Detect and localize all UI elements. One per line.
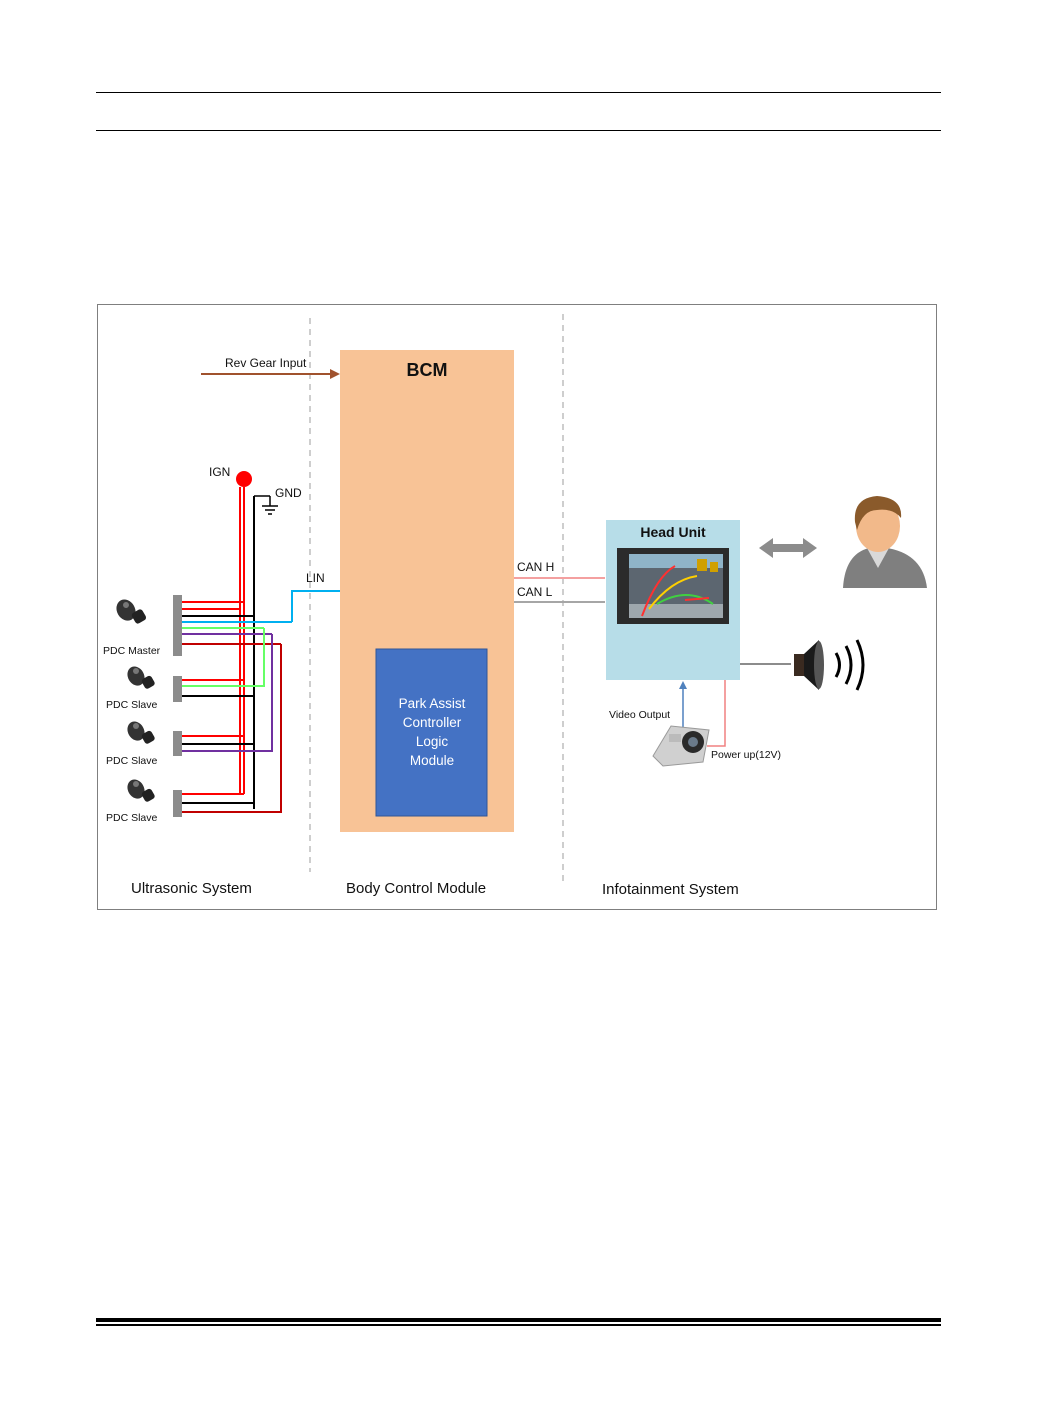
- module-label-line-4: Module: [410, 753, 454, 768]
- diagram-frame: [97, 304, 937, 910]
- pdc-slave-2-connector: [173, 731, 182, 756]
- pdc-slave-1-sensor-icon: [127, 666, 155, 689]
- footer-rule-thick: [96, 1318, 941, 1322]
- module-label-line-2: Controller: [403, 715, 462, 730]
- rearview-display-icon: [617, 548, 729, 624]
- power-line: [707, 680, 726, 747]
- head-unit-title: Head Unit: [640, 524, 706, 540]
- park-assist-architecture-diagram: BCM Park Assist Controller Logic Module …: [97, 304, 937, 910]
- pdc-master-sensor-icon: [116, 599, 147, 624]
- sensor-wiring: [182, 487, 340, 813]
- pdc-slave-2-label: PDC Slave: [106, 755, 158, 767]
- section-label-bcm: Body Control Module: [346, 880, 486, 897]
- header-rule-bottom: [96, 130, 941, 131]
- module-label-line-1: Park Assist: [399, 696, 466, 711]
- ground-symbol: [254, 495, 278, 515]
- bcm-title: BCM: [407, 360, 448, 380]
- header-rule-top: [96, 92, 941, 93]
- video-output-label: Video Output: [609, 709, 670, 721]
- pdc-slave-2-sensor-icon: [127, 721, 155, 744]
- user-interaction-arrow: [759, 538, 817, 558]
- rear-camera-icon: [652, 725, 710, 767]
- video-output-arrowhead: [679, 681, 687, 689]
- section-label-infotainment: Infotainment System: [602, 881, 739, 898]
- rev-gear-label: Rev Gear Input: [225, 356, 307, 370]
- speaker-icon: [794, 639, 865, 691]
- user-icon: [843, 496, 927, 588]
- can-l-label: CAN L: [517, 585, 553, 599]
- module-label-line-3: Logic: [416, 734, 449, 749]
- ign-label: IGN: [209, 465, 230, 479]
- lin-label: LIN: [306, 571, 325, 585]
- pdc-master-connector: [173, 595, 182, 656]
- section-label-ultrasonic: Ultrasonic System: [131, 880, 252, 897]
- ign-terminal: [236, 471, 252, 487]
- pdc-master-label: PDC Master: [103, 645, 161, 657]
- footer-rule-thin: [96, 1324, 941, 1326]
- can-h-label: CAN H: [517, 560, 554, 574]
- pdc-slave-3-label: PDC Slave: [106, 812, 158, 824]
- pdc-slave-1-label: PDC Slave: [106, 699, 158, 711]
- pdc-slave-1-connector: [173, 676, 182, 702]
- rev-gear-arrowhead: [330, 369, 340, 379]
- park-assist-module-block: [375, 648, 488, 817]
- pdc-slave-3-connector: [173, 790, 182, 817]
- pdc-slave-3-sensor-icon: [127, 779, 155, 802]
- gnd-label: GND: [275, 486, 302, 500]
- power-label: Power up(12V): [711, 749, 781, 761]
